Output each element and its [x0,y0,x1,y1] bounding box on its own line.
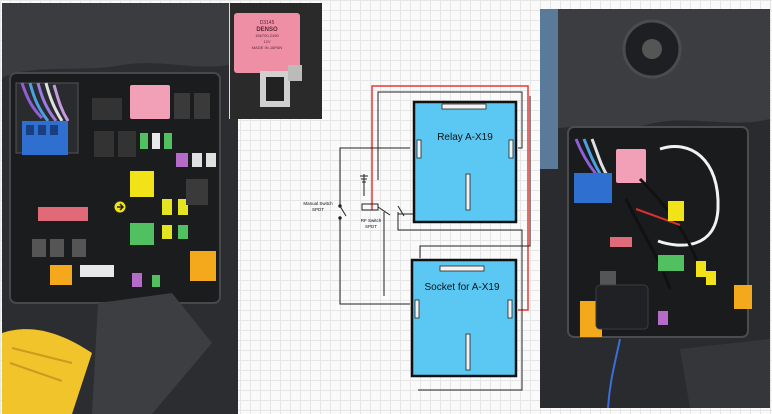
relay-module-label: Relay A-X19 [437,132,493,143]
manual-switch-label-line-2: SPDT [312,207,324,212]
relay-label-line-1: D3145 [260,20,275,26]
socket-module-label: Socket for A-X19 [424,282,499,293]
rf-switch-label-line-1: RF Switch [361,218,382,223]
relay-label-line-2: DENSO [256,27,278,33]
black-wires [339,91,531,391]
socket-module: Socket for A-X19 [410,258,518,378]
manual-switch-symbol [338,204,347,220]
fuse-box-photo [2,3,238,414]
relay-photo: D3145 DENSO 156700-2450 12V MADE IN JAPA… [229,3,322,119]
relay-label-line-4: 12V [263,39,270,44]
manual-switch-label-line-1: Manual Switch [303,201,333,206]
red-wire [371,85,529,311]
rf-switch-label-line-2: SPDT [365,224,377,229]
relay-module: Relay A-X19 [412,100,518,224]
relay-label-line-3: 156700-2450 [255,33,279,38]
relay-label-line-5: MADE IN JAPAN [252,45,282,50]
wiring-schematic: Relay A-X19 Socket for A-X19 Manual Swit… [303,85,531,391]
modified-fuse-box-photo [540,9,770,408]
rf-switch-symbol [360,174,405,217]
